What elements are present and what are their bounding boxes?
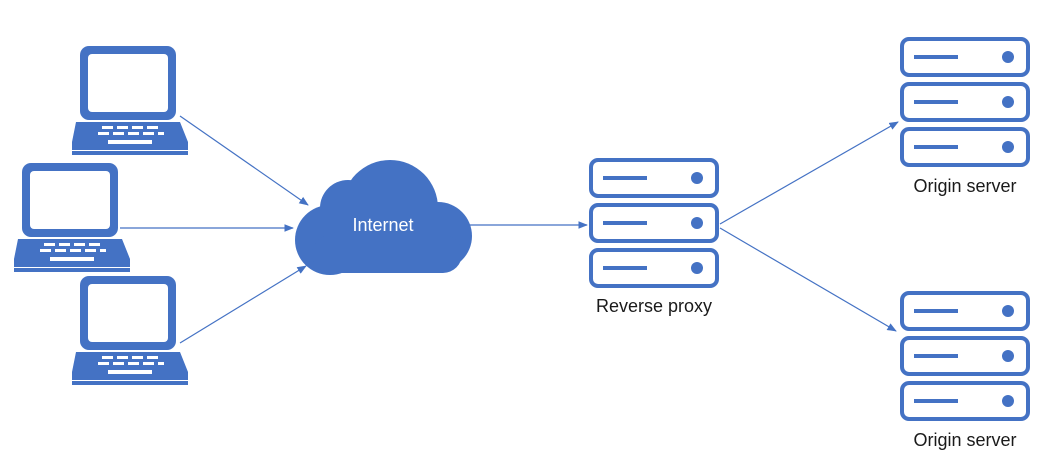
laptop-icon bbox=[72, 276, 188, 385]
arrow-laptop1-internet bbox=[179, 115, 309, 206]
arrow-laptop3-internet bbox=[179, 265, 307, 344]
laptop-icon bbox=[72, 46, 188, 155]
laptop-icon bbox=[14, 163, 130, 272]
reverse-proxy-label: Reverse proxy bbox=[595, 296, 713, 316]
arrow-proxy-origin-top bbox=[719, 121, 899, 225]
arrow-proxy-origin-bottom bbox=[719, 227, 897, 332]
cloud-icon bbox=[295, 160, 472, 275]
internet-label: Internet bbox=[352, 215, 414, 235]
origin-server-bottom-label: Origin server bbox=[913, 430, 1017, 450]
connectors bbox=[120, 115, 899, 344]
server-stack-icon bbox=[591, 160, 717, 286]
server-stack-icon bbox=[902, 39, 1028, 165]
server-stack-icon bbox=[902, 293, 1028, 419]
origin-server-top-label: Origin server bbox=[913, 176, 1017, 196]
